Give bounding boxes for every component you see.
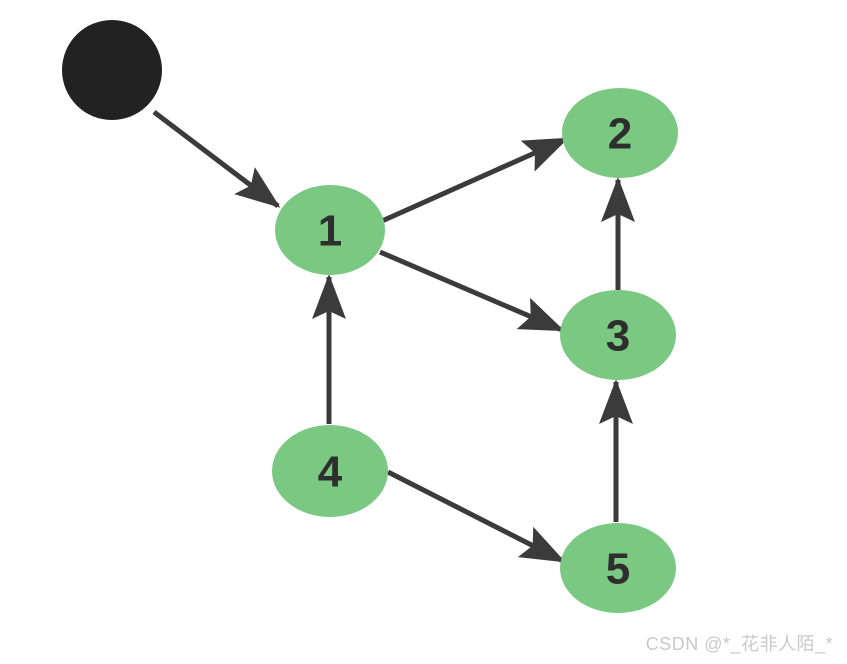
graph-node-5[interactable]: 5 <box>560 523 676 613</box>
graph-node-4[interactable]: 4 <box>272 425 388 517</box>
node-label-2: 2 <box>608 110 632 159</box>
nodes-layer: 1 2 3 4 5 <box>62 20 678 613</box>
node-label-3: 3 <box>606 312 630 361</box>
edge-1-to-2 <box>380 136 569 224</box>
edge-4-to-5 <box>386 469 566 564</box>
edge-1-to-3 <box>379 249 565 333</box>
edge-start-to-1 <box>152 110 281 208</box>
node-shape-4[interactable] <box>272 425 388 517</box>
node-label-1: 1 <box>318 207 342 256</box>
node-label-4: 4 <box>318 448 343 497</box>
node-shape-2[interactable] <box>562 88 678 178</box>
csdn-watermark: CSDN @*_花非人陌_* <box>645 634 833 654</box>
graph-node-2[interactable]: 2 <box>562 88 678 178</box>
node-shape-3[interactable] <box>560 290 676 380</box>
graph-node-1[interactable]: 1 <box>275 185 385 275</box>
node-shape-1[interactable] <box>275 185 385 275</box>
node-shape-5[interactable] <box>560 523 676 613</box>
edges-layer <box>152 110 635 564</box>
graph-node-start[interactable] <box>62 20 162 120</box>
node-shape-start[interactable] <box>62 20 162 120</box>
graph-node-3[interactable]: 3 <box>560 290 676 380</box>
node-label-5: 5 <box>606 545 630 594</box>
